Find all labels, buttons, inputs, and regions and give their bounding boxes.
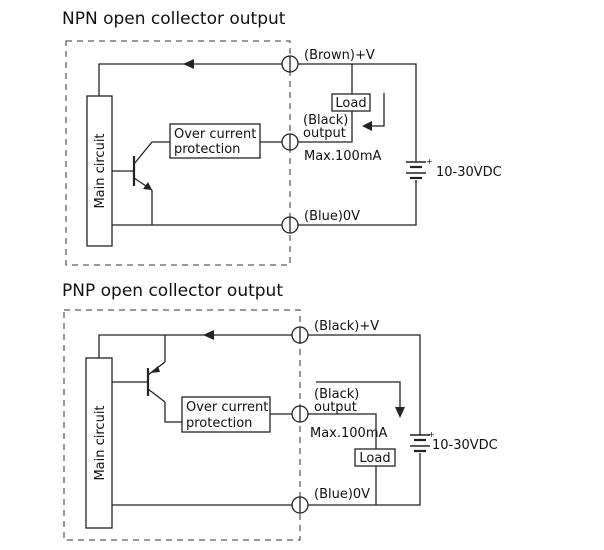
pnp-title: PNP open collector output <box>62 281 283 301</box>
npn-plus-v-wire <box>98 63 282 96</box>
pnp-terminal-output-label-1: (Black) <box>314 387 359 402</box>
npn-terminal-output <box>281 133 299 151</box>
npn-terminal-zero-v-label: (Blue)0V <box>304 209 360 224</box>
pnp-load-current-arrow <box>316 381 401 410</box>
npn-load-arrow-head <box>362 121 372 131</box>
npn-output-to-load-wire <box>298 110 353 143</box>
pnp-terminal-plus-v-label: (Black)+V <box>314 319 379 334</box>
pnp-load-label: Load <box>359 451 390 466</box>
pnp-supply-label: 10-30VDC <box>432 438 498 453</box>
pnp-external-zero-wire <box>308 453 421 506</box>
pnp-transistor <box>112 335 182 423</box>
pnp-terminal-zero-v-label: (Blue)0V <box>314 487 370 502</box>
pnp-over-current-line2: protection <box>186 416 252 431</box>
pnp-max-current-label: Max.100mA <box>310 426 387 441</box>
pnp-sensor-boundary <box>63 309 301 541</box>
pnp-over-current-box <box>181 396 271 433</box>
npn-transistor <box>112 141 170 225</box>
npn-supply-label: 10-30VDC <box>436 165 502 180</box>
pnp-terminal-zero-v <box>291 496 309 514</box>
npn-over-current-line1: Over current <box>174 127 256 142</box>
pnp-terminal-output-label-2: output <box>314 400 357 415</box>
npn-sensor-boundary <box>65 40 291 266</box>
npn-section: NPN open collector output Main circuit O… <box>62 9 502 266</box>
npn-terminal-plus-v <box>281 55 299 73</box>
npn-title: NPN open collector output <box>62 9 286 29</box>
npn-terminal-output-label-1: (Black) <box>303 113 348 128</box>
npn-external-plus-wire <box>298 63 417 162</box>
pnp-terminal-plus-v <box>291 326 309 344</box>
pnp-terminal-output <box>291 405 309 423</box>
npn-terminal-plus-v-label: (Brown)+V <box>304 48 375 63</box>
npn-external-zero-wire <box>298 180 417 226</box>
npn-load-label: Load <box>335 96 366 111</box>
pnp-output-to-load-wire <box>308 413 377 449</box>
npn-max-current-label: Max.100mA <box>304 149 381 164</box>
npn-current-arrow <box>183 59 194 69</box>
npn-over-current-line2: protection <box>174 142 240 157</box>
npn-load-current-arrow <box>368 93 385 127</box>
pnp-main-circuit-label: Main circuit <box>93 405 108 480</box>
pnp-load-arrow-head <box>395 407 405 418</box>
npn-battery-symbol: + <box>406 157 433 180</box>
npn-load-box <box>331 93 371 112</box>
pnp-load-box <box>354 448 396 467</box>
npn-terminal-output-label-2: output <box>303 126 346 141</box>
pnp-external-plus-wire <box>308 334 421 435</box>
svg-text:+: + <box>426 157 433 166</box>
pnp-section: PNP open collector output Main circuit O… <box>62 281 498 541</box>
pnp-plus-v-wire <box>98 334 292 358</box>
npn-over-current-box <box>169 123 261 159</box>
pnp-current-arrow <box>203 330 214 340</box>
pnp-battery-symbol: + <box>410 430 435 453</box>
npn-main-circuit-label: Main circuit <box>93 133 108 208</box>
pnp-over-current-line1: Over current <box>186 400 268 415</box>
npn-terminal-zero-v <box>281 216 299 234</box>
svg-text:+: + <box>428 430 435 439</box>
